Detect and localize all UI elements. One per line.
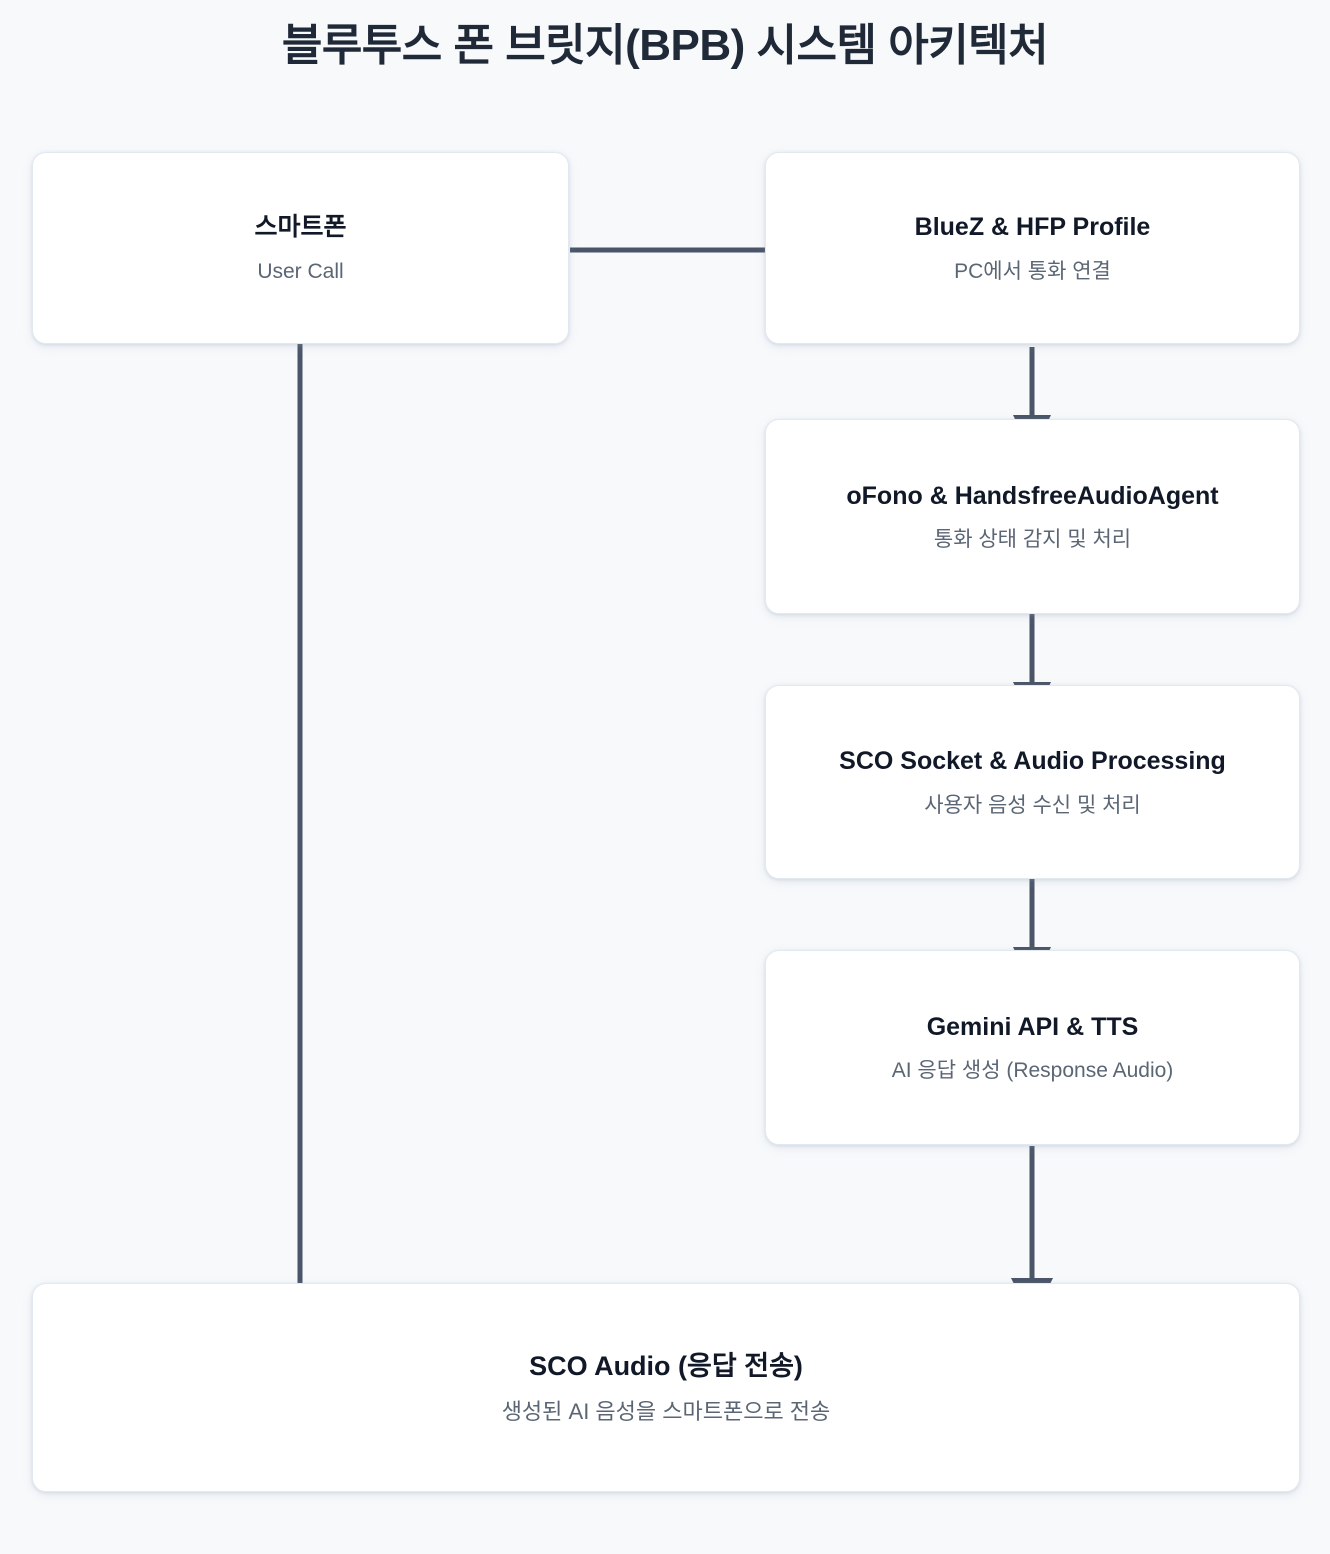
- node-gemini-api-tts[interactable]: Gemini API & TTS AI 응답 생성 (Response Audi…: [765, 950, 1300, 1145]
- node-ofono-handsfree-audio-agent-body: oFono & HandsfreeAudioAgent 통화 상태 감지 및 처…: [846, 480, 1218, 554]
- node-smartphone[interactable]: 스마트폰 User Call: [32, 152, 569, 344]
- node-ofono-handsfree-audio-agent-title: oFono & HandsfreeAudioAgent: [846, 481, 1219, 510]
- node-sco-audio-response[interactable]: SCO Audio (응답 전송) 생성된 AI 음성을 스마트폰으로 전송: [32, 1283, 1300, 1492]
- node-ofono-handsfree-audio-agent-subtitle: 통화 상태 감지 및 처리: [933, 528, 1132, 552]
- node-bluez-hfp-profile-subtitle: PC에서 통화 연결: [954, 259, 1111, 283]
- node-sco-audio-response-title: SCO Audio (응답 전송): [529, 1350, 803, 1381]
- node-smartphone-body: 스마트폰 User Call: [254, 211, 346, 285]
- node-sco-socket-audio-processing-body: SCO Socket & Audio Processing 사용자 음성 수신 …: [839, 745, 1226, 819]
- node-gemini-api-tts-title: Gemini API & TTS: [926, 1012, 1139, 1041]
- node-sco-socket-audio-processing[interactable]: SCO Socket & Audio Processing 사용자 음성 수신 …: [765, 685, 1300, 879]
- edge-sco-audio-to-phone: [281, 309, 319, 1285]
- node-smartphone-subtitle: User Call: [257, 259, 344, 283]
- node-smartphone-title: 스마트폰: [254, 213, 347, 242]
- node-sco-socket-audio-processing-title: SCO Socket & Audio Processing: [839, 747, 1226, 776]
- page-title: 블루투스 폰 브릿지(BPB) 시스템 아키텍처: [281, 21, 1049, 70]
- node-gemini-api-tts-body: Gemini API & TTS AI 응답 생성 (Response Audi…: [892, 1011, 1174, 1085]
- node-gemini-api-tts-subtitle: AI 응답 생성 (Response Audio): [891, 1059, 1174, 1083]
- node-ofono-handsfree-audio-agent[interactable]: oFono & HandsfreeAudioAgent 통화 상태 감지 및 처…: [765, 419, 1300, 614]
- node-bluez-hfp-profile-body: BlueZ & HFP Profile PC에서 통화 연결: [915, 211, 1151, 285]
- node-bluez-hfp-profile-title: BlueZ & HFP Profile: [914, 213, 1151, 242]
- node-bluez-hfp-profile[interactable]: BlueZ & HFP Profile PC에서 통화 연결: [765, 152, 1300, 344]
- node-sco-audio-response-body: SCO Audio (응답 전송) 생성된 AI 음성을 스마트폰으로 전송: [502, 1349, 831, 1427]
- node-sco-socket-audio-processing-subtitle: 사용자 음성 수신 및 처리: [924, 793, 1141, 817]
- node-sco-audio-response-subtitle: 생성된 AI 음성을 스마트폰으로 전송: [501, 1398, 831, 1424]
